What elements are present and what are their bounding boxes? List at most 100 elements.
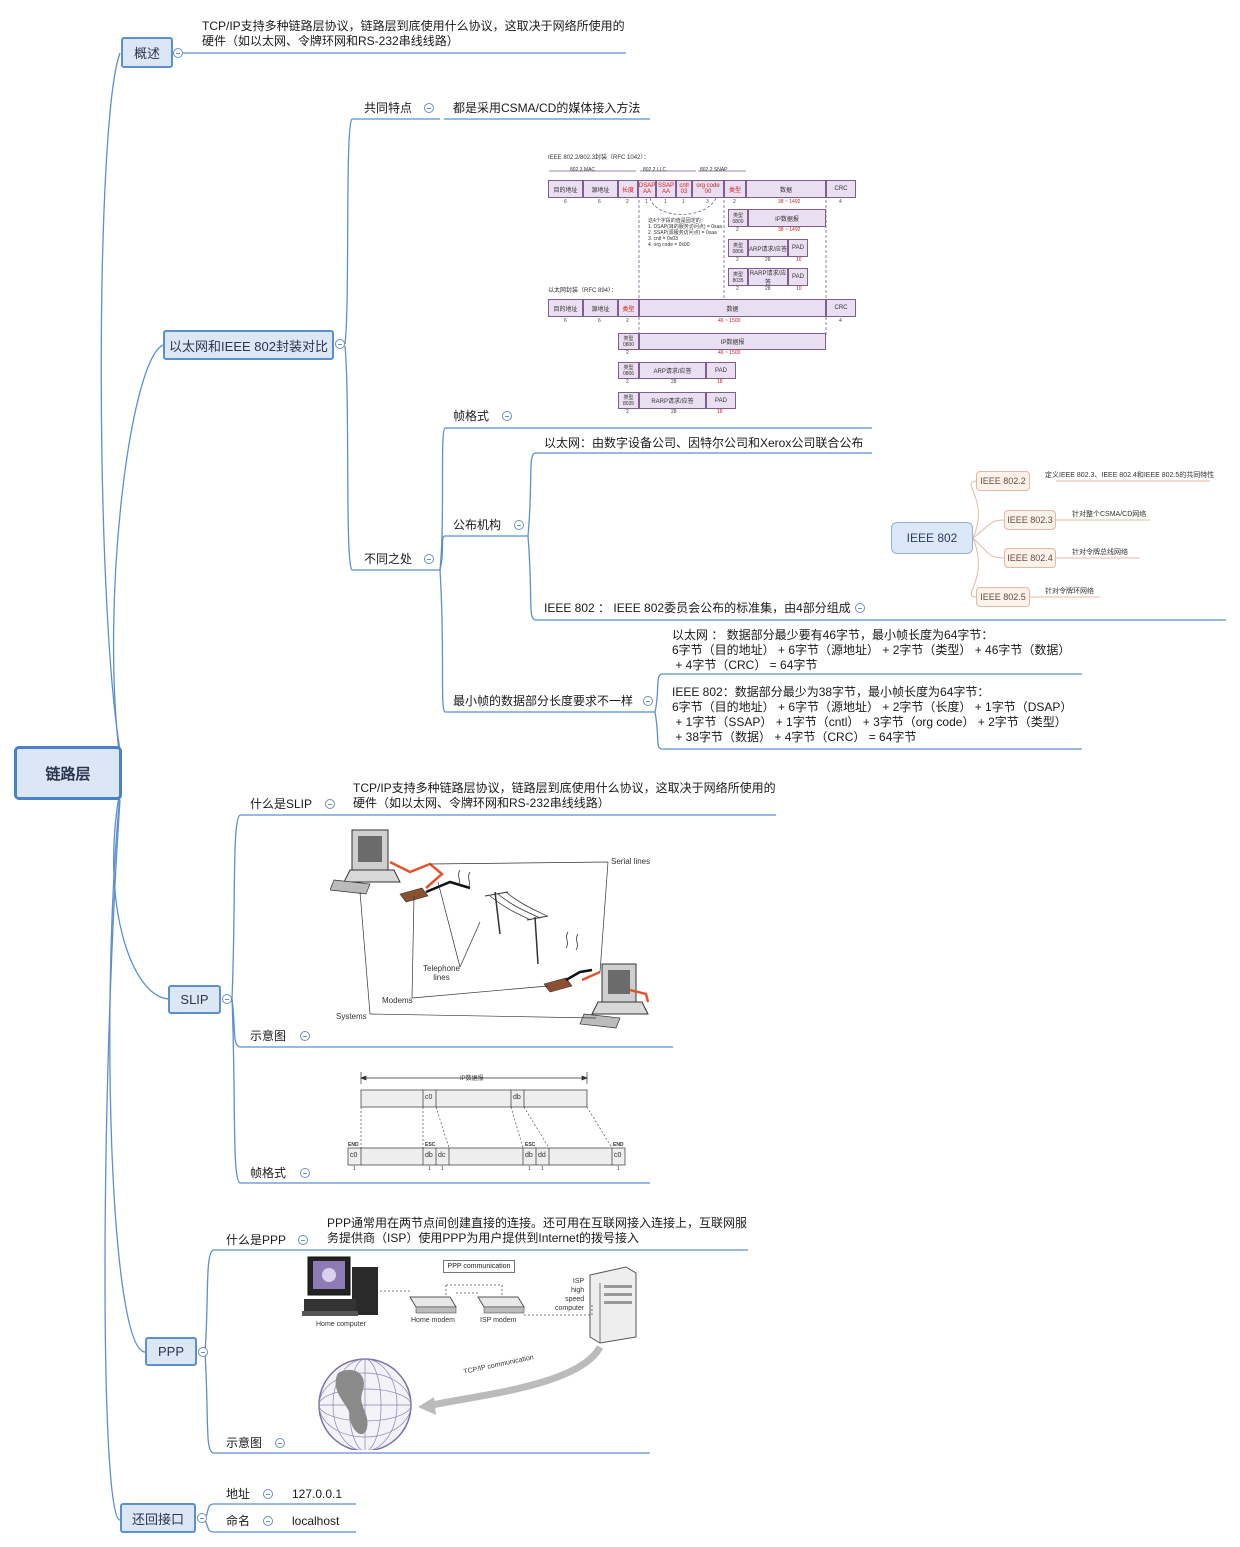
eth-field-data: 数据 — [639, 299, 826, 317]
size: 46 ~ 1500 — [718, 318, 741, 324]
differences-label[interactable]: 不同之处 — [364, 552, 413, 566]
ieee8025-node[interactable]: IEEE 802.5 — [976, 587, 1030, 607]
root-node[interactable]: 链路层 — [14, 746, 122, 800]
ppp-communication-label: PPP communication — [443, 1260, 515, 1273]
slip-diagram-label[interactable]: 示意图 — [250, 1029, 287, 1043]
ieee8023-label: IEEE 802.3 — [1007, 515, 1053, 525]
modem-icon — [409, 1296, 457, 1314]
field-crc: CRC — [826, 180, 856, 198]
slip-what-label[interactable]: 什么是SLIP — [250, 797, 313, 811]
dc-byte: dc — [438, 1152, 446, 1159]
slip-node[interactable]: SLIP — [168, 985, 221, 1014]
server-icon — [589, 1266, 637, 1344]
slip-network-drawing — [330, 829, 650, 1029]
ppp-what-label[interactable]: 什么是PPP — [226, 1233, 287, 1247]
publisher-ethernet: 以太网：由数字设备公司、因特尔公司和Xerox公司联合公布 — [544, 436, 864, 450]
ieee8025-label: IEEE 802.5 — [980, 592, 1026, 602]
ppp-diagram-label[interactable]: 示意图 — [226, 1436, 263, 1450]
computer-icon — [579, 963, 649, 1029]
frame-format-label[interactable]: 帧格式 — [453, 409, 490, 423]
common-label[interactable]: 共同特点 — [364, 101, 413, 115]
collapse-icon[interactable] — [643, 696, 653, 706]
ieee8025-note: 针对令牌环网络 — [1045, 588, 1094, 595]
root-label: 链路层 — [45, 765, 91, 783]
computer-icon — [330, 829, 401, 895]
field-ssap: SSAP AA — [656, 180, 676, 198]
snap-label: 802.2 SNAP — [700, 167, 728, 173]
loopback-address: 127.0.0.1 — [292, 1487, 343, 1501]
dd-byte: dd — [538, 1152, 546, 1159]
ethernet-vs-ieee-node[interactable]: 以太网和IEEE 802封装对比 — [163, 330, 334, 360]
overview-node[interactable]: 概述 — [121, 37, 173, 68]
ppp-node[interactable]: PPP — [145, 1337, 197, 1366]
ppp-drawing — [302, 1256, 637, 1450]
size: 10 — [796, 257, 802, 263]
type-0800: 类型 0800 — [728, 209, 748, 227]
computer-icon — [302, 1256, 378, 1316]
loopback-node[interactable]: 还回接口 — [120, 1503, 196, 1533]
end-label: END — [613, 1142, 624, 1148]
pad: PAD — [788, 239, 808, 257]
db-byte: db — [425, 1152, 433, 1159]
collapse-icon[interactable] — [263, 1516, 273, 1526]
size: 6 — [598, 199, 601, 205]
loopback-label: 还回接口 — [131, 1511, 184, 1527]
collapse-icon[interactable] — [275, 1438, 285, 1448]
collapse-icon[interactable] — [300, 1168, 310, 1178]
collapse-icon[interactable] — [222, 994, 232, 1004]
collapse-icon[interactable] — [197, 1513, 207, 1523]
collapse-icon[interactable] — [300, 1031, 310, 1041]
size: 1 — [441, 1166, 444, 1172]
size: 46 ~ 1500 — [718, 350, 741, 356]
eth-type-8035: 类型 8035 — [618, 392, 639, 409]
ieee8022-node[interactable]: IEEE 802.2 — [976, 471, 1030, 491]
collapse-icon[interactable] — [855, 603, 865, 613]
ethernet-vs-ieee-label: 以太网和IEEE 802封装对比 — [169, 338, 328, 354]
min-frame-label[interactable]: 最小帧的数据部分长度要求不一样 — [453, 694, 634, 708]
size: 2 — [736, 257, 739, 263]
collapse-icon[interactable] — [198, 1347, 208, 1357]
isp-computer-label: ISP high speed computer — [555, 1278, 585, 1312]
size: 2 — [626, 199, 629, 205]
loopback-name-label[interactable]: 命名 — [226, 1514, 251, 1528]
collapse-icon[interactable] — [298, 1235, 308, 1245]
frame-diagram-lines — [549, 170, 827, 335]
ieee8023-node[interactable]: IEEE 802.3 — [1004, 510, 1056, 530]
collapse-icon[interactable] — [502, 411, 512, 421]
c0-byte: c0 — [614, 1152, 622, 1159]
ppp-illustration: PPP communication Home computer Home mod… — [300, 1255, 645, 1450]
loopback-address-label[interactable]: 地址 — [226, 1487, 251, 1501]
ieee8024-node[interactable]: IEEE 802.4 — [1004, 548, 1056, 568]
field-type: 类型 — [724, 180, 746, 198]
size: 38 ~ 1492 — [778, 227, 801, 233]
ieee802-node[interactable]: IEEE 802 — [891, 522, 973, 554]
systems-label: Systems — [336, 1012, 367, 1021]
size: 18 — [717, 409, 723, 415]
field-dst: 目的地址 — [548, 180, 583, 198]
type-0806: 类型 0806 — [728, 239, 748, 257]
collapse-icon[interactable] — [263, 1489, 273, 1499]
eth-field-dst: 目的地址 — [548, 299, 583, 317]
size: 1 — [617, 1166, 620, 1172]
size: 38 ~ 1492 — [778, 199, 801, 205]
size: 10 — [796, 286, 802, 292]
collapse-icon[interactable] — [173, 48, 183, 58]
publisher-label[interactable]: 公布机构 — [453, 518, 502, 532]
collapse-icon[interactable] — [424, 554, 434, 564]
collapse-icon[interactable] — [335, 339, 345, 349]
home-modem-label: Home modem — [411, 1317, 455, 1324]
ieee8023-note: 针对整个CSMA/CD网络 — [1072, 511, 1147, 518]
ieee8024-note: 针对令牌总线网络 — [1072, 549, 1128, 556]
field-len: 长度 — [618, 180, 638, 198]
collapse-icon[interactable] — [325, 799, 335, 809]
size: 1 — [428, 1166, 431, 1172]
slip-frame-label[interactable]: 帧格式 — [250, 1166, 287, 1180]
collapse-icon[interactable] — [424, 103, 434, 113]
size: 6 — [564, 199, 567, 205]
mac-label: 802.3 MAC — [570, 167, 596, 173]
size: 3 — [706, 199, 709, 205]
slip-frame-diagram: IP数据报 c0 db END ESC ESC END c0 db dc db … — [345, 1068, 630, 1178]
collapse-icon[interactable] — [514, 520, 524, 530]
size: 6 — [598, 318, 601, 324]
size: 2 — [736, 286, 739, 292]
